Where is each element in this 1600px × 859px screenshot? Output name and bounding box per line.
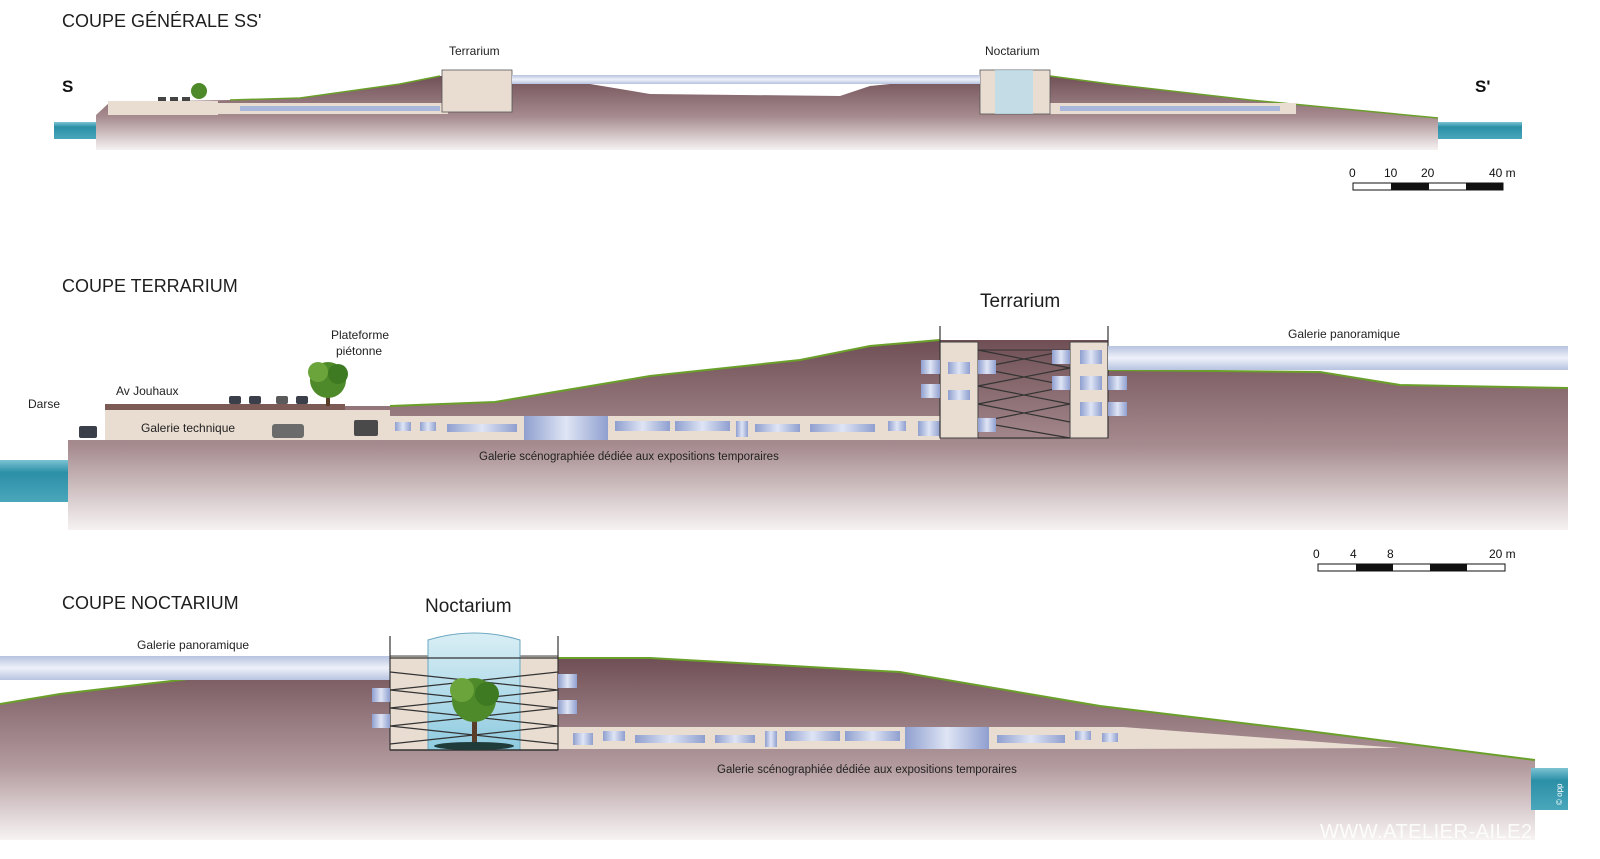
water-right-noctarium [1531, 768, 1568, 810]
car-icon [296, 396, 308, 404]
gallery-windows-noctarium [573, 727, 1118, 749]
galerie-technique [105, 410, 390, 440]
water-right [1438, 122, 1522, 139]
grass-terrarium [389, 339, 1569, 407]
car-icon [79, 426, 97, 438]
scale-tick: 20 [1421, 166, 1435, 180]
scale-tick: 10 [1384, 166, 1398, 180]
label-galerie-scenographiee: Galerie scénographiée dédiée aux exposit… [479, 451, 779, 463]
scale-bar-terrarium: 0 4 8 20 m [1313, 547, 1516, 572]
section-general-title: COUPE GÉNÉRALE SS' [62, 11, 262, 31]
water-darse [0, 460, 68, 502]
truck-icon [354, 420, 378, 436]
scale-tick: 40 m [1489, 166, 1516, 180]
car-icon [229, 396, 241, 404]
car-icon [170, 97, 178, 101]
panoramic-tube-general [512, 75, 980, 84]
label-av-jouhaux: Av Jouhaux [116, 384, 179, 398]
label-noctarium-small: Noctarium [985, 44, 1040, 58]
gallery-windows-general-right [1060, 106, 1280, 111]
road-av-jouhaux [105, 404, 345, 410]
grass-general [229, 75, 1439, 119]
terrarium-building [921, 326, 1127, 439]
label-galerie-panoramique-noctarium: Galerie panoramique [137, 638, 249, 652]
galerie-expo-noctarium-ramp [1123, 727, 1400, 749]
gallery-windows-general-left [240, 106, 440, 111]
tree-icon [308, 362, 348, 406]
car-icon [249, 396, 261, 404]
scale-tick: 20 m [1489, 547, 1516, 561]
tree-icon-noctarium [434, 678, 514, 750]
scale-bar-general: 0 10 20 40 m [1349, 166, 1516, 191]
terrarium-heading: Terrarium [980, 291, 1060, 312]
earth-general [96, 75, 1438, 150]
gallery-tech-general [108, 101, 218, 115]
label-plateforme: Plateforme [331, 328, 389, 342]
label-pietonne: piétonne [336, 344, 382, 358]
van-icon [272, 424, 304, 438]
label-galerie-panoramique: Galerie panoramique [1288, 327, 1400, 341]
watermark: WWW.ATELIER-AILE2.FR [1320, 821, 1566, 843]
galerie-panoramique-tube-noctarium [0, 656, 390, 680]
gallery-windows-terrarium [395, 416, 940, 440]
section-general: COUPE GÉNÉRALE SS' S S' Terrarium Noctar… [54, 11, 1522, 191]
water-left [54, 122, 96, 139]
scale-tick: 0 [1349, 166, 1356, 180]
marker-s-prime: S' [1475, 77, 1490, 96]
scale-tick: 8 [1387, 547, 1394, 561]
noctarium-building [372, 632, 577, 751]
car-icon [276, 396, 288, 404]
section-terrarium: COUPE TERRARIUM [0, 276, 1569, 572]
section-noctarium-title: COUPE NOCTARIUM [62, 593, 239, 613]
tree-icon-general [191, 83, 207, 99]
terrarium-tower-general [441, 69, 513, 113]
noctarium-heading: Noctarium [425, 596, 512, 617]
scale-tick: 4 [1350, 547, 1357, 561]
car-icon [182, 97, 190, 101]
copyright: © opp [1555, 783, 1564, 805]
section-noctarium: COUPE NOCTARIUM [0, 593, 1568, 840]
label-galerie-scenographiee-noctarium: Galerie scénographiée dédiée aux exposit… [717, 764, 1017, 776]
marker-s: S [62, 77, 73, 96]
label-galerie-technique: Galerie technique [141, 421, 235, 435]
noctarium-serre-general [995, 70, 1033, 114]
car-icon [158, 97, 166, 101]
section-terrarium-title: COUPE TERRARIUM [62, 276, 238, 296]
galerie-panoramique-tube [1108, 346, 1568, 370]
scale-tick: 0 [1313, 547, 1320, 561]
label-darse: Darse [28, 397, 60, 411]
label-terrarium-small: Terrarium [449, 44, 500, 58]
